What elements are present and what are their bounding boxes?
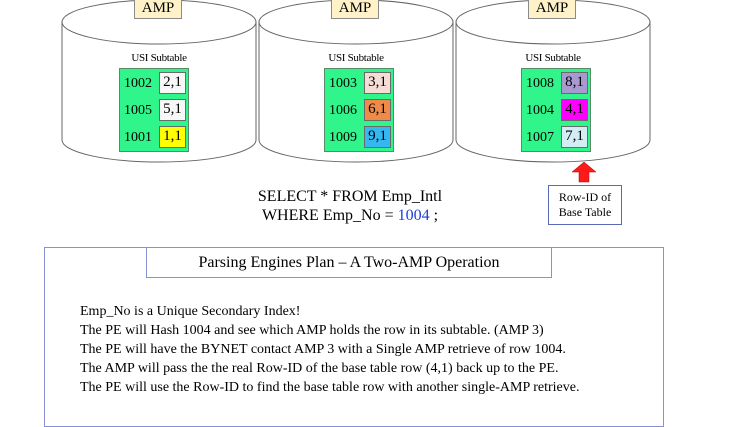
plan-line: The PE will Hash 1004 and see which AMP … [80, 323, 544, 338]
row-id-cell: 5,1 [159, 99, 186, 121]
row-hash-id: 1004 [526, 103, 554, 118]
rowid-callout-line-2: Base Table [558, 205, 612, 219]
plan-title: Parsing Engines Plan – A Two-AMP Operati… [146, 248, 552, 278]
subtable-row: 1006 6,1 [328, 99, 392, 121]
row-hash-id: 1003 [329, 76, 357, 91]
plan-line: The PE will have the BYNET contact AMP 3… [80, 342, 566, 357]
row-id-cell: 7,1 [561, 126, 588, 148]
row-hash-id: 1008 [526, 76, 554, 91]
subtable-row: 1005 5,1 [123, 99, 187, 121]
rowid-callout-line-1: Row-ID of [558, 190, 612, 204]
usi-subtable-1: 1002 2,1 1005 5,1 1001 1,1 [119, 68, 189, 152]
usi-subtable-2: 1003 3,1 1006 6,1 1009 9,1 [324, 68, 394, 152]
row-hash-id: 1009 [329, 130, 357, 145]
row-id-cell: 3,1 [364, 72, 391, 94]
usi-subtable-3: 1008 8,1 1004 4,1 1007 7,1 [521, 68, 591, 152]
subtable-row: 1002 2,1 [123, 72, 187, 94]
subtable-row: 1001 1,1 [123, 126, 187, 148]
row-id-cell: 8,1 [561, 72, 588, 94]
row-id-cell: 6,1 [364, 99, 391, 121]
amp-label-2: AMP [331, 0, 379, 19]
row-hash-id: 1006 [329, 103, 357, 118]
sql-where-clause: WHERE Emp_No = [261, 207, 398, 224]
row-hash-id: 1002 [124, 76, 152, 91]
amp-label-1: AMP [134, 0, 182, 19]
row-hash-id: 1001 [124, 130, 152, 145]
subtable-row: 1009 9,1 [328, 126, 392, 148]
sql-line-2: WHERE Emp_No = 1004 ; [225, 206, 475, 225]
row-hash-id: 1005 [124, 103, 152, 118]
plan-line: The AMP will pass the the real Row-ID of… [80, 361, 559, 376]
sql-terminator: ; [429, 207, 439, 224]
subtable-row: 1008 8,1 [525, 72, 589, 94]
subtable-row: 1003 3,1 [328, 72, 392, 94]
row-id-cell: 2,1 [159, 72, 186, 94]
subtable-row: 1004 4,1 [525, 99, 589, 121]
row-id-cell: 1,1 [159, 126, 186, 148]
red-up-arrow-icon [571, 161, 597, 183]
sql-line-1: SELECT * FROM Emp_Intl [257, 188, 443, 205]
plan-line: Emp_No is a Unique Secondary Index! [80, 304, 301, 319]
rowid-callout: Row-ID of Base Table [548, 185, 622, 225]
plan-body: Emp_No is a Unique Secondary Index! The … [80, 302, 579, 397]
usi-subtable-title-1: USI Subtable [131, 52, 187, 64]
usi-subtable-title-2: USI Subtable [328, 52, 384, 64]
amp-label-3: AMP [528, 0, 576, 19]
sql-value: 1004 [397, 207, 430, 224]
row-id-cell: 4,1 [561, 99, 588, 121]
usi-subtable-title-3: USI Subtable [525, 52, 581, 64]
row-id-cell: 9,1 [364, 126, 391, 148]
row-hash-id: 1007 [526, 130, 554, 145]
subtable-row: 1007 7,1 [525, 126, 589, 148]
plan-line: The PE will use the Row-ID to find the b… [80, 380, 580, 395]
